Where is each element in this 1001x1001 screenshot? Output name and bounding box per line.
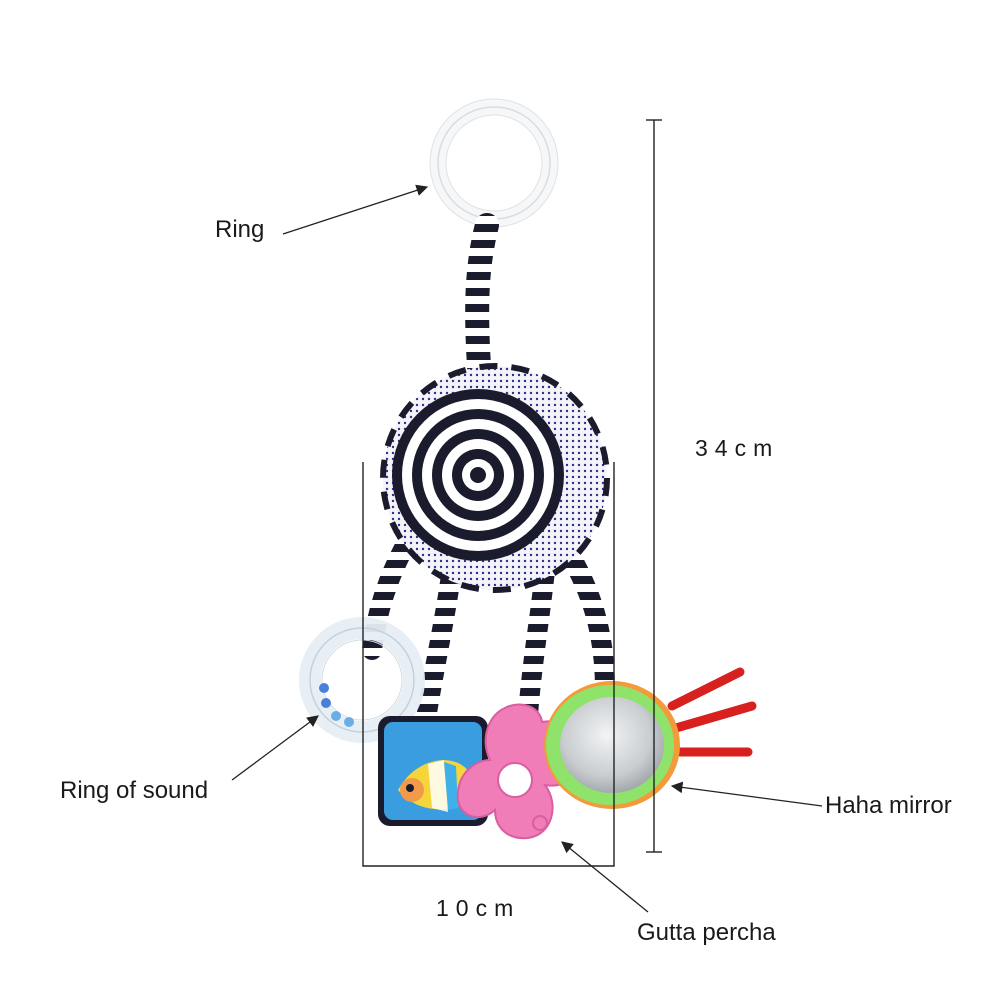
mirror [544,681,680,809]
gutta-percha-arrow [561,841,649,913]
red-ribbons [667,667,757,757]
right-leg-strap [560,545,615,700]
height-dimension-label: 34cm [695,435,780,461]
mirror-arrow [670,781,823,807]
ring-arrow [282,184,429,235]
middle-right-leg-strap [518,560,555,725]
hanging-ring [429,98,559,228]
ring-label: Ring [215,216,265,243]
width-dimension-bracket [362,462,615,867]
black-white-target-ball [380,363,610,593]
gutta-percha-label: Gutta percha [637,919,776,946]
sound-ring [299,617,425,743]
width-dimension-label: 10cm [436,895,521,921]
height-dimension-line [646,119,662,853]
ring-of-sound-label: Ring of sound [60,777,209,804]
haha-mirror-label: Haha mirror [825,792,952,819]
sound-ring-arrow [231,715,319,781]
top-strap [465,213,499,392]
